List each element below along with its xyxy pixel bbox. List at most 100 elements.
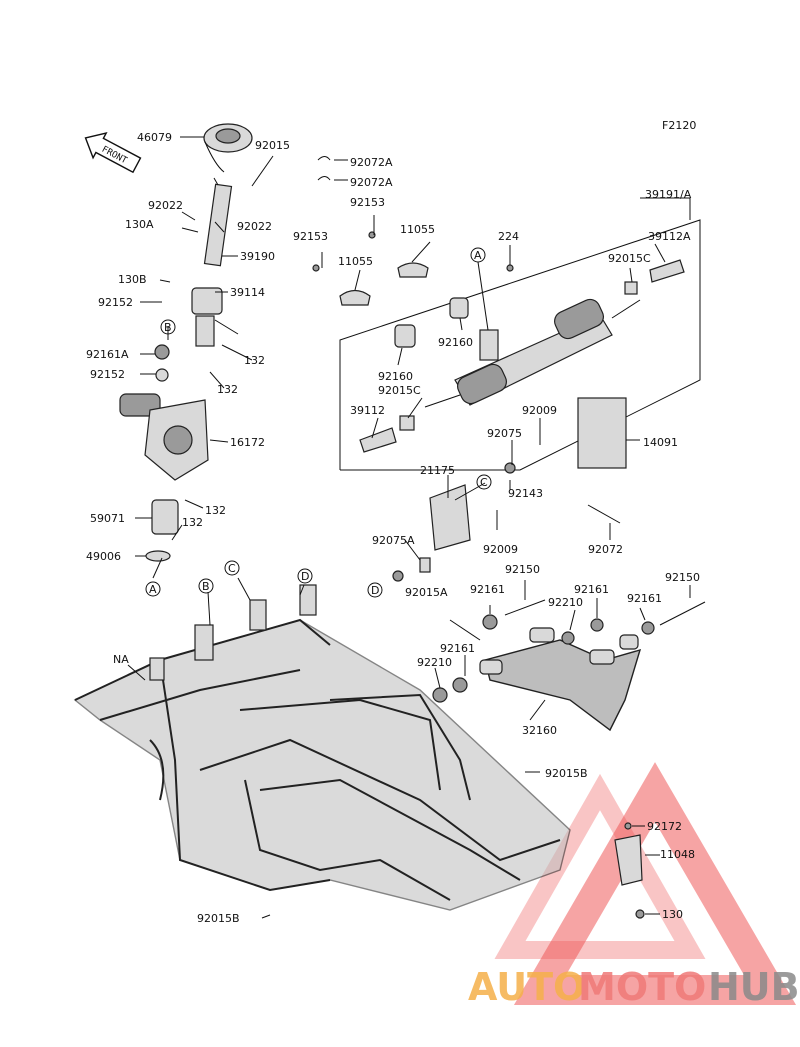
part-label: 92172 [647,820,682,833]
part-label: 92015B [545,767,588,780]
watermark-moto: MOTO [578,965,706,1009]
part-label: 92015C [608,252,651,265]
part-label: 39114 [230,286,265,299]
callout-b-2: B [202,580,210,593]
part-label: 130B [118,273,147,286]
part-label: 14091 [643,436,678,449]
part-labels: 46079 92015 92072A 92072A 92022 92022 13… [86,131,700,925]
figure-code: F2120 [662,119,696,132]
part-label: 132 [244,354,265,367]
part-label: 92015C [378,384,421,397]
rack-boot-right-icon [554,298,604,340]
callout-d: D [371,584,379,597]
part-label: 92015B [197,912,240,925]
clamp-icon [339,289,371,306]
part-label: 130A [125,218,154,231]
part-label: 32160 [522,724,557,737]
part-label: 92161 [440,642,475,655]
a-arm-icon [484,639,642,732]
part-label: 92009 [483,543,518,556]
part-label: 92152 [90,368,125,381]
callout-letters: A B C D A B C D [145,247,492,598]
bushing-icon [394,324,416,348]
callout-d-2: D [301,570,309,583]
tie-rod-end-left-icon [359,427,397,453]
washer-icon [155,368,169,382]
part-label: 132 [217,383,238,396]
part-label: 92075A [372,534,415,547]
bracket-group [614,822,660,919]
part-label: 92161A [86,348,129,361]
watermark-hub: HUB [708,965,800,1009]
part-label: 92022 [148,199,183,212]
part-label: 39191/A [645,188,692,201]
part-label: 39112A [648,230,691,243]
callout-c: C [480,476,488,489]
part-label: 92072A [350,156,393,169]
part-label: 92072A [350,176,393,189]
watermark-triangle [513,762,797,1005]
watermark-auto: AUTO [468,965,585,1009]
part-label: 39112 [350,404,385,417]
part-label: 92015 [255,139,290,152]
part-label: 92075 [487,427,522,440]
ecu-group [392,397,640,582]
callout-c-2: C [228,562,236,575]
watermark-text: AUTO MOTO HUB [468,965,800,1009]
front-arrow-icon: FRONT [84,132,142,174]
joint-icon [151,499,179,535]
battery-box-icon [577,397,627,469]
universal-joint-icon [191,287,223,315]
a-arm-group [432,580,706,732]
steering-column-group [119,123,274,579]
part-label: 92150 [505,563,540,576]
part-label: 92072 [588,543,623,556]
part-label: 92022 [237,220,272,233]
part-label: 59071 [90,512,125,525]
part-label: 11055 [338,255,373,268]
part-label: 92153 [293,230,328,243]
part-label: 132 [182,516,203,529]
part-label: 11055 [400,223,435,236]
pinion-icon [479,329,499,361]
tie-rod-end-right-icon [649,259,685,283]
part-label: 92150 [665,571,700,584]
callout-a-2: A [149,583,157,596]
part-label: 92161 [574,583,609,596]
steering-cover-center [215,128,241,144]
part-label: 92210 [417,656,452,669]
control-unit-icon [429,484,471,551]
part-label: 132 [205,504,226,517]
part-label: NA [113,653,129,666]
bushing-2-icon [449,297,469,319]
adjuster-nut-icon [624,281,638,295]
part-label: 92160 [378,370,413,383]
bracket-icon [614,834,643,886]
callout-a: A [474,249,482,262]
steering-rack-group [312,156,701,471]
part-label: 46079 [137,131,172,144]
part-label: 92152 [98,296,133,309]
part-label: 92153 [350,196,385,209]
callout-b: B [164,321,172,334]
rack-outline-box [339,219,701,471]
eps-gear-icon [163,425,193,455]
rack-boot-left-icon [457,363,507,405]
cable-tie-icon [587,504,621,524]
part-label: 92015A [405,586,448,599]
part-label: 92160 [438,336,473,349]
vehicle-frame [73,577,571,919]
nut-icon [154,344,170,360]
part-label: 39190 [240,250,275,263]
shaft-icon [195,315,215,347]
part-label: 92143 [508,487,543,500]
part-label: 92161 [627,592,662,605]
part-label: 224 [498,230,519,243]
clamp-2-icon [397,262,429,278]
part-label: 49006 [86,550,121,563]
seal-icon [145,550,171,562]
part-label: 92210 [548,596,583,609]
part-label: 92161 [470,583,505,596]
part-label: 11048 [660,848,695,861]
